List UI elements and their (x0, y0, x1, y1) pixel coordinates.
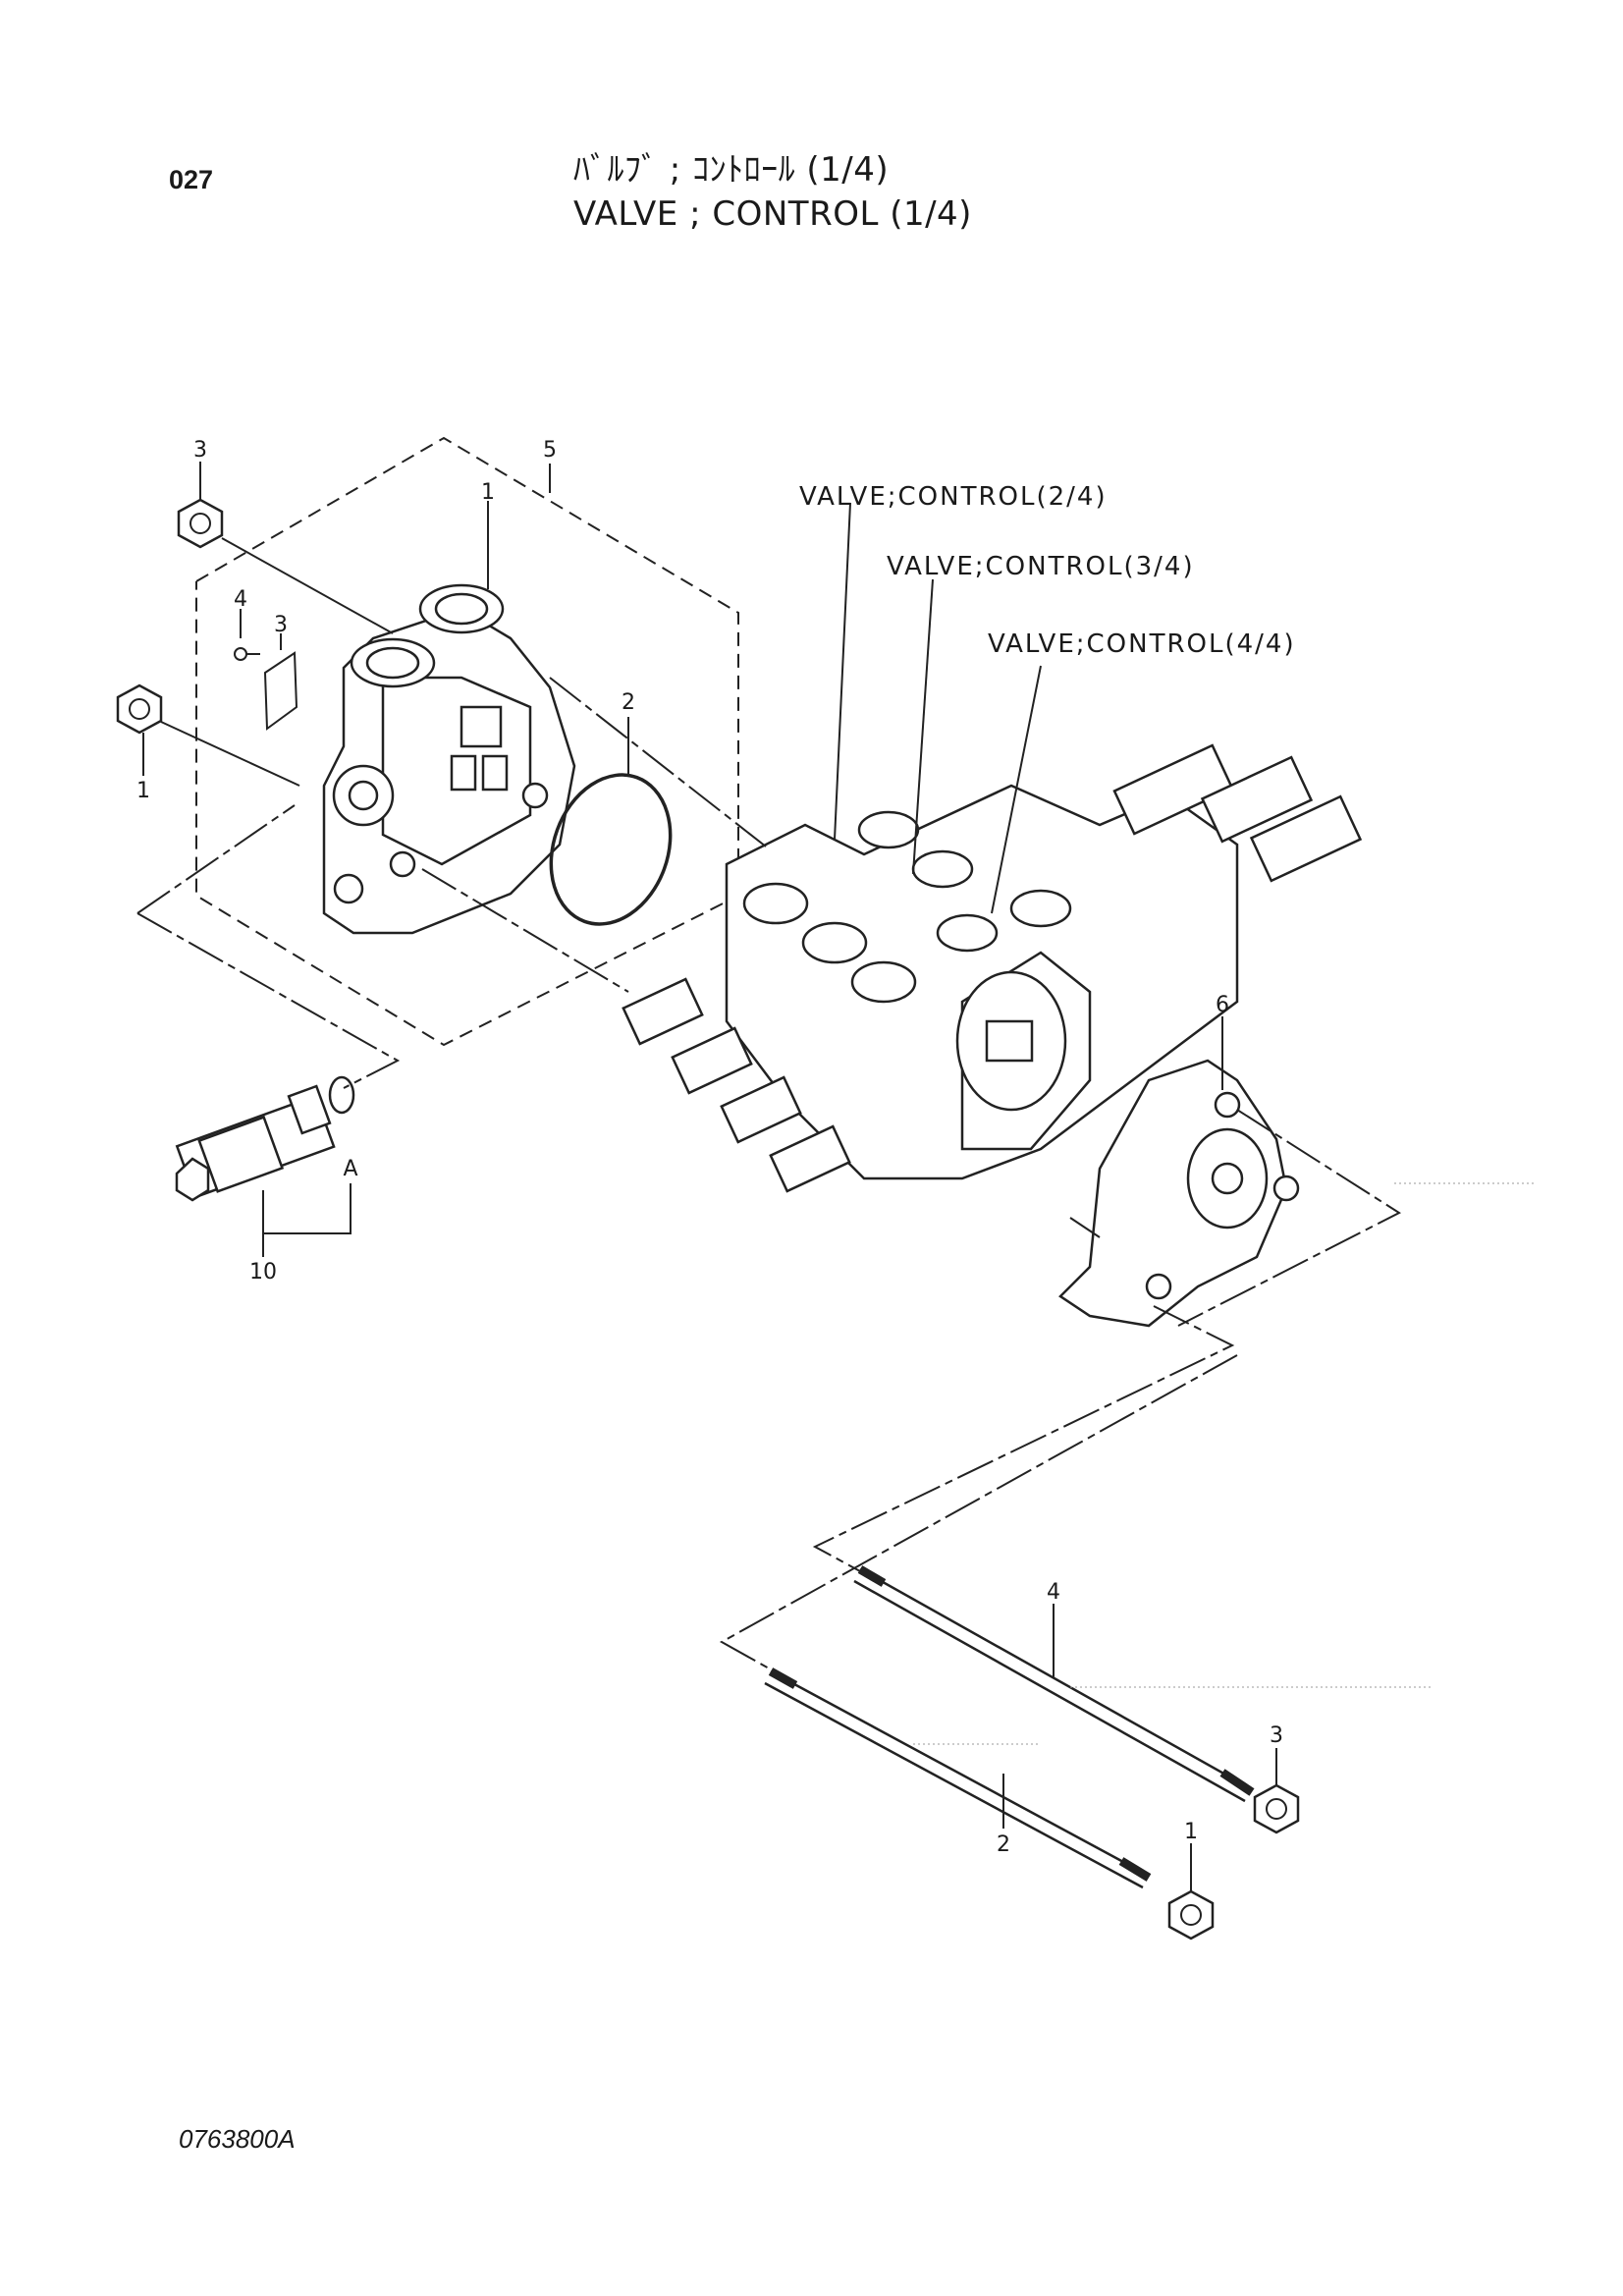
callout-number: A (343, 1157, 357, 1181)
callout-number: 1 (1184, 1820, 1198, 1844)
o-ring (549, 773, 673, 926)
callout-number: 1 (481, 480, 495, 505)
faint-reference-lines (913, 1182, 1537, 1745)
hex-nut (1253, 1783, 1300, 1834)
callout-number: 2 (997, 1832, 1010, 1857)
end-cover (1058, 1059, 1300, 1328)
callout-number: 6 (1216, 993, 1229, 1017)
tie-rod-long (853, 1565, 1255, 1803)
reference-label-2of4: VALVE;CONTROL(2/4) (799, 482, 1108, 512)
callout-number: 3 (1270, 1723, 1283, 1748)
leader-lines (142, 462, 1277, 1891)
title-english: VALVE ; CONTROL (1/4) (573, 194, 972, 234)
tie-rod-short (764, 1667, 1152, 1889)
callout-number: 4 (234, 587, 247, 612)
small-plate (234, 647, 298, 731)
page-number: 027 (169, 165, 214, 194)
control-valve-assembly (622, 743, 1363, 1193)
assembly-chain-lines (136, 677, 1402, 1670)
valve-housing-body (322, 583, 576, 935)
reference-label-4of4: VALVE;CONTROL(4/4) (988, 629, 1296, 659)
hex-nut (116, 683, 163, 735)
reference-label-3of4: VALVE;CONTROL(3/4) (887, 552, 1195, 581)
callout-number: 2 (622, 690, 635, 715)
callout-number: 3 (274, 613, 288, 637)
callout-number: 4 (1047, 1580, 1060, 1605)
drawing-id: 0763800A (179, 2124, 296, 2154)
title-japanese: ﾊﾞﾙﾌﾞ ; ｺﾝﾄﾛｰﾙ (1/4) (573, 150, 890, 190)
hex-nut (177, 498, 224, 549)
callout-number: 1 (136, 779, 150, 803)
hex-nut (1167, 1889, 1215, 1941)
callout-number: 3 (193, 438, 207, 463)
callout-number: 5 (543, 438, 557, 463)
relief-valve (175, 1075, 355, 1202)
callout-number: 10 (249, 1260, 277, 1285)
